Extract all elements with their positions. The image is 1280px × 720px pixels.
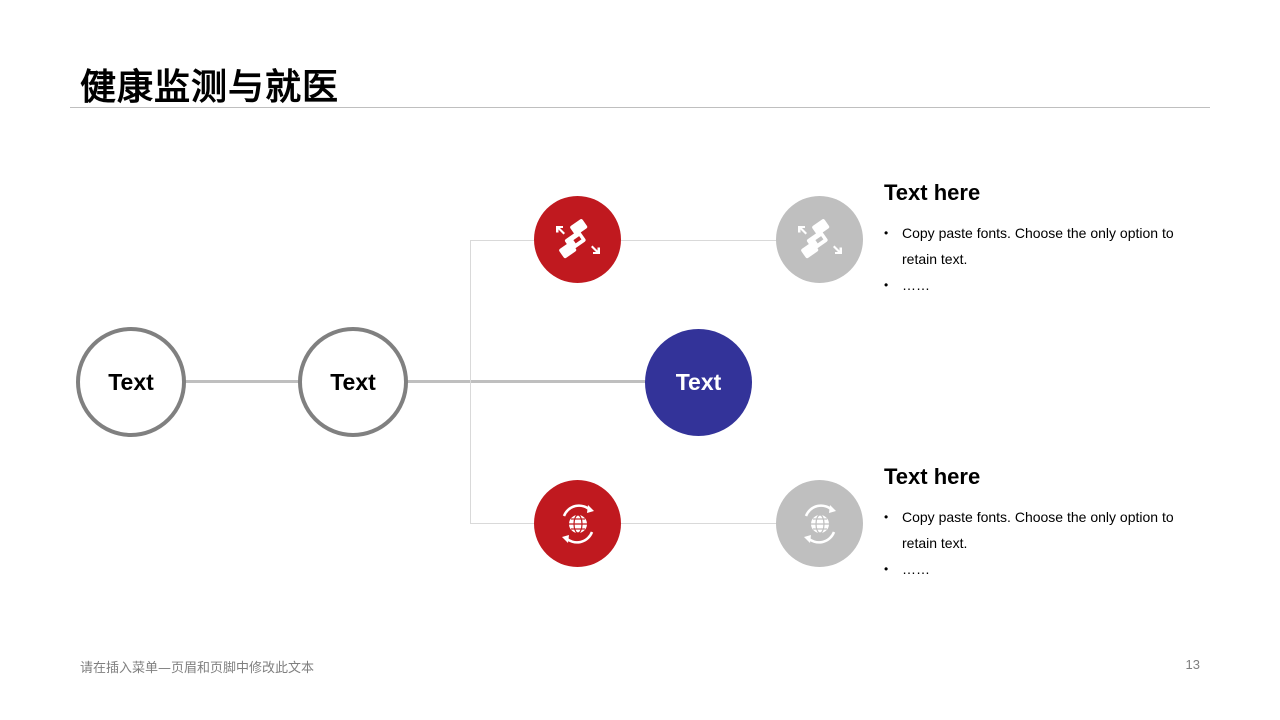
page-title: 健康监测与就医	[80, 67, 340, 108]
bullet-item: Copy paste fonts. Choose the only option…	[884, 504, 1204, 556]
branch-top-red-circle	[534, 196, 621, 283]
seatbelt-icon	[797, 218, 842, 258]
globe-refresh-icon	[803, 503, 836, 544]
branch-top-text-block: Text here Copy paste fonts. Choose the o…	[884, 180, 1204, 298]
branch-line-top	[470, 240, 780, 241]
node-center-label: Text	[675, 369, 722, 395]
branch-top-heading: Text here	[884, 180, 981, 205]
node-second: Text	[298, 327, 408, 437]
branch-bottom-bullets: Copy paste fonts. Choose the only option…	[884, 504, 1204, 582]
footer-note: 请在插入菜单—页眉和页脚中修改此文本	[80, 661, 315, 676]
page-number: 13	[1185, 657, 1200, 672]
node-first: Text	[76, 327, 186, 437]
branch-vertical-line	[470, 240, 471, 524]
title-divider	[70, 107, 1210, 108]
branch-bottom-red-circle	[534, 480, 621, 567]
connector-line-1	[184, 380, 300, 383]
seatbelt-icon	[555, 218, 600, 258]
bullet-item: ……	[884, 556, 1204, 582]
branch-top-grey-circle	[776, 196, 863, 283]
node-center: Text	[645, 329, 752, 436]
bullet-item: ……	[884, 272, 1204, 298]
branch-bottom-grey-circle	[776, 480, 863, 567]
branch-line-bottom	[470, 523, 780, 524]
branch-bottom-text-block: Text here Copy paste fonts. Choose the o…	[884, 464, 1204, 582]
bullet-item: Copy paste fonts. Choose the only option…	[884, 220, 1204, 272]
connector-line-2	[406, 380, 648, 383]
branch-top-bullets: Copy paste fonts. Choose the only option…	[884, 220, 1204, 298]
globe-refresh-icon	[561, 503, 594, 544]
node-second-label: Text	[330, 368, 376, 395]
branch-bottom-heading: Text here	[884, 464, 981, 489]
node-first-label: Text	[108, 368, 154, 395]
